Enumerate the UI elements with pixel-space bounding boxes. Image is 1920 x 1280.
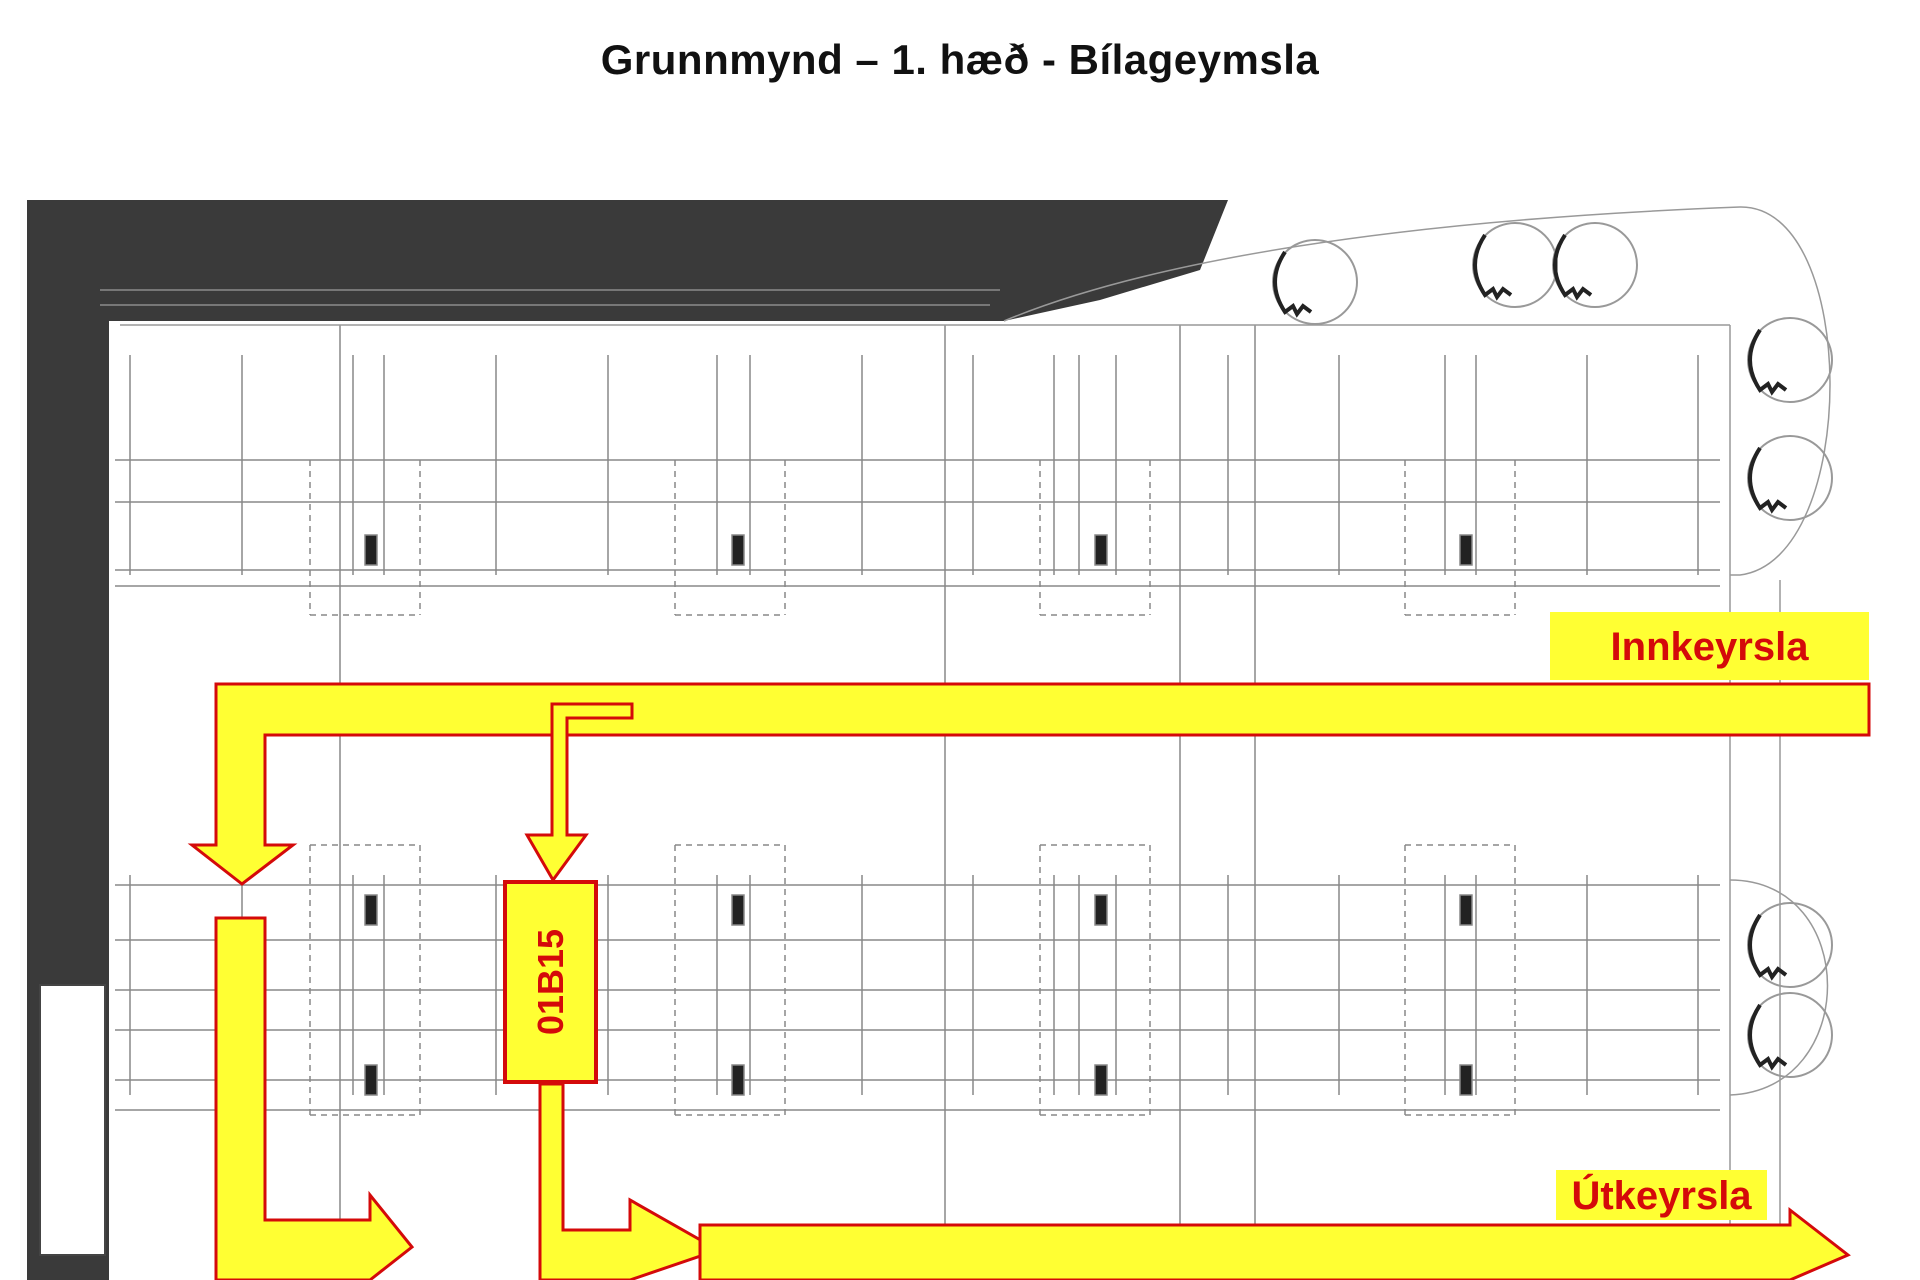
column-block bbox=[1459, 1064, 1473, 1096]
parking-space-01b15[interactable]: 01B15 bbox=[503, 880, 598, 1084]
parking-space-label: 01B15 bbox=[529, 928, 571, 1036]
exit-label: Útkeyrsla bbox=[1556, 1170, 1767, 1220]
column-block bbox=[364, 534, 378, 566]
exit-arrow-left bbox=[214, 916, 415, 1280]
column-block bbox=[731, 1064, 745, 1096]
tree-icon-stroke bbox=[1273, 250, 1313, 318]
column-block bbox=[1459, 894, 1473, 926]
exit-arrow-main bbox=[698, 1206, 1851, 1280]
column-block bbox=[364, 1064, 378, 1096]
tree-icon-stroke bbox=[1748, 913, 1788, 981]
column-block bbox=[1094, 894, 1108, 926]
parking-grid bbox=[115, 325, 1720, 1280]
column-block bbox=[731, 534, 745, 566]
ramp-outline bbox=[120, 206, 1831, 1280]
tree-icon-stroke bbox=[1748, 1003, 1788, 1071]
column-block bbox=[1094, 1064, 1108, 1096]
traffic-arrows bbox=[187, 682, 1871, 1280]
tree-icon-stroke bbox=[1748, 328, 1788, 396]
tree-icon-stroke bbox=[1473, 233, 1513, 301]
column-block bbox=[364, 894, 378, 926]
tree-icon-stroke bbox=[1748, 446, 1788, 514]
entrance-label: Innkeyrsla bbox=[1550, 612, 1869, 680]
tree-icon-stroke bbox=[1553, 233, 1593, 301]
entrance-arrow bbox=[187, 682, 1871, 886]
column-block bbox=[731, 894, 745, 926]
exit-arrow-space bbox=[538, 1082, 722, 1280]
tree-symbols bbox=[1272, 222, 1833, 1078]
building-walls bbox=[27, 200, 1228, 1280]
space-feeder-arrow bbox=[524, 702, 634, 883]
column-block bbox=[1094, 534, 1108, 566]
column-block bbox=[1459, 534, 1473, 566]
page-title: Grunnmynd – 1. hæð - Bílageymsla bbox=[600, 36, 1320, 83]
